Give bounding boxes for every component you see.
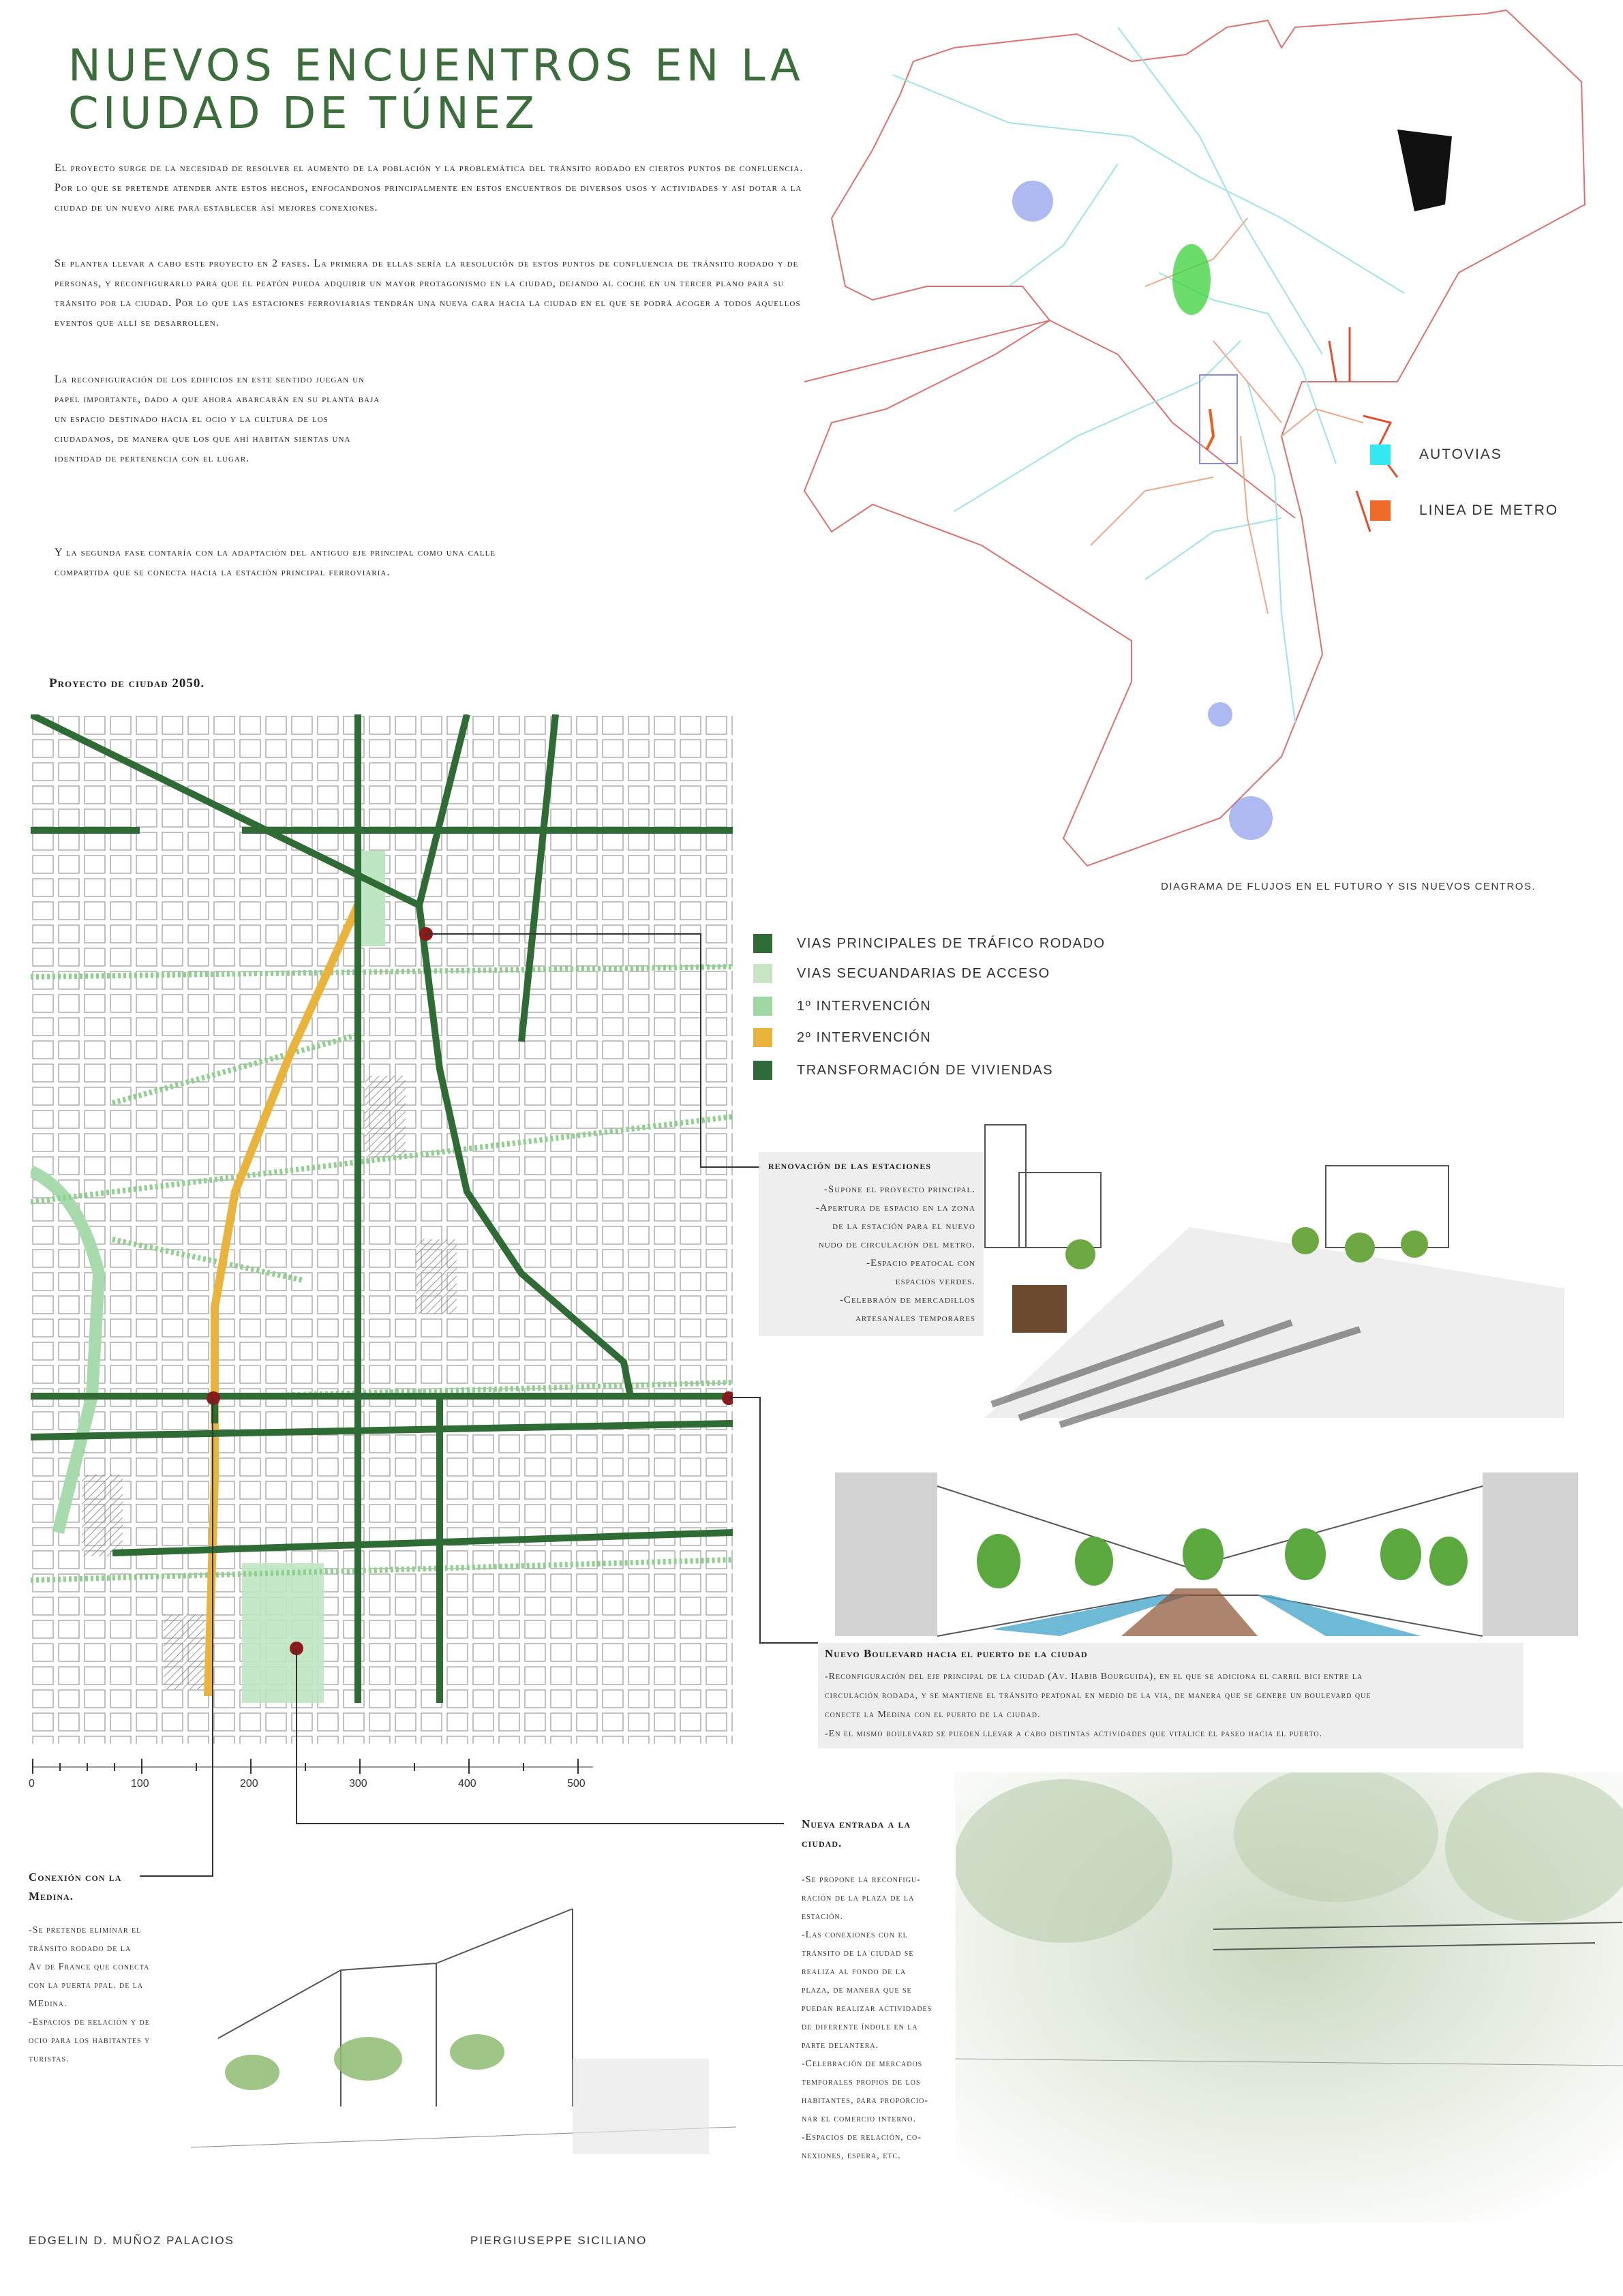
- author-right: PIERGIUSEPPE SICILIANO: [470, 2234, 648, 2247]
- flow-diagram-map: [803, 9, 1586, 867]
- scale-tick-0: 0: [29, 1778, 35, 1789]
- title-line-2: CIUDAD DE TÚNEZ: [68, 89, 539, 139]
- callout-boulevard-title: Nuevo Boulevard hacia el puerto de la ci…: [825, 1647, 1088, 1660]
- new-entrance-sketch: [954, 1772, 1623, 2222]
- blue-center-1: [1012, 181, 1053, 222]
- callout-entrance-title: Nueva entrada a la ciudad.: [802, 1817, 911, 1849]
- intro-paragraph-2: Se plantea llevar a cabo este proyecto e…: [55, 258, 801, 329]
- intro-paragraph-3: La reconfiguración de los edificios en e…: [55, 374, 380, 464]
- plan-legend-swatch-1: [753, 934, 772, 953]
- station-renewal-sketch: [984, 1124, 1564, 1428]
- primary-roads: [31, 714, 733, 1703]
- port-building: [1397, 130, 1452, 211]
- callout-boulevard: Nuevo Boulevard hacia el puerto de la ci…: [818, 1643, 1523, 1749]
- marker-new-entrance: [290, 1642, 303, 1655]
- green-park-area: [1172, 244, 1211, 315]
- plan-legend-first-intervention: 1º INTERVENCIÓN: [753, 997, 931, 1016]
- secondary-access-roads: [31, 964, 733, 1583]
- callout-entrance-text: -Se propone la reconfigu- ración de la p…: [802, 1875, 932, 2161]
- housing-transformation-block-2: [416, 1239, 457, 1314]
- city-plan-map: [31, 714, 733, 1744]
- plan-legend-housing: TRANSFORMACIÓN DE VIVIENDAS: [753, 1061, 1053, 1080]
- intro-paragraph-4: Y la segunda fase contaría con la adapta…: [55, 547, 496, 578]
- highway-lines: [892, 27, 1405, 723]
- city-boundary-outline: [803, 9, 1586, 867]
- page-title: NUEVOS ENCUENTROS EN LA CIUDAD DE TÚNEZ: [68, 42, 852, 138]
- plan-legend-main-roads: VIAS PRINCIPALES DE TRÁFICO RODADO: [753, 934, 1106, 953]
- scale-tick-400: 400: [458, 1778, 476, 1789]
- intro-paragraph-1: El proyecto surge de la necesidad de res…: [55, 162, 804, 213]
- plan-legend-swatch-5: [753, 1061, 772, 1080]
- city-plan-heading: Proyecto de ciudad 2050.: [49, 676, 205, 691]
- housing-transformation-block-4: [82, 1475, 123, 1556]
- legend-label-metro: LINEA DE METRO: [1419, 502, 1559, 518]
- medina-connection-sketch: [191, 1908, 736, 2154]
- scale-tick-100: 100: [131, 1778, 149, 1789]
- project-area-highlight: [1199, 374, 1238, 464]
- second-intervention-axis: [204, 903, 362, 1697]
- housing-transformation-block-1: [365, 1076, 406, 1158]
- boulevard-sketch: [835, 1472, 1578, 1637]
- title-line-1: NUEVOS ENCUENTROS EN LA: [68, 41, 804, 91]
- flow-map-caption: DIAGRAMA DE FLUJOS EN EL FUTURO Y SIS NU…: [1161, 881, 1536, 892]
- callout-medina-title: Conexión con la Medina.: [29, 1871, 122, 1903]
- plan-legend-secondary-roads: VIAS SECUANDARIAS DE ACCESO: [753, 964, 1050, 983]
- author-left: EDGELIN D. MUÑOZ PALACIOS: [29, 2234, 234, 2247]
- marker-boulevard: [722, 1391, 733, 1405]
- legend-label-autovias: AUTOVIAS: [1419, 447, 1502, 462]
- callout-medina-text: -Se pretende eliminar el tránsito rodado…: [29, 1925, 151, 2064]
- legend-swatch-autovias: [1370, 444, 1391, 465]
- callout-station-text: -Supone el proyecto principal. -Apertura…: [815, 1184, 975, 1324]
- first-intervention-area: [242, 1563, 324, 1703]
- scale-tick-500: 500: [567, 1778, 586, 1789]
- housing-transformation-block-3: [164, 1614, 204, 1689]
- scale-tick-300: 300: [349, 1778, 367, 1789]
- legend-swatch-metro: [1370, 500, 1391, 521]
- metro-lines: [1090, 217, 1364, 614]
- blue-center-2: [1208, 702, 1232, 727]
- callout-new-entrance: Nueva entrada a la ciudad. -Se propone l…: [791, 1800, 956, 2229]
- plan-legend-swatch-3: [753, 997, 772, 1016]
- callout-medina: Conexión con la Medina. -Se pretende eli…: [29, 1868, 206, 2068]
- scale-tick-200: 200: [240, 1778, 258, 1789]
- callout-station-renewal: renovación de las estaciones -Supone el …: [759, 1152, 984, 1336]
- blue-center-3: [1229, 796, 1273, 840]
- callout-station-title: renovación de las estaciones: [768, 1159, 932, 1172]
- plan-legend-second-intervention: 2º INTERVENCIÓN: [753, 1028, 931, 1047]
- callout-boulevard-text: -Reconfiguración del eje principal de la…: [825, 1672, 1371, 1739]
- plan-legend-swatch-4: [753, 1028, 772, 1047]
- scale-bar: [32, 1759, 593, 1774]
- plan-legend-swatch-2: [753, 964, 772, 983]
